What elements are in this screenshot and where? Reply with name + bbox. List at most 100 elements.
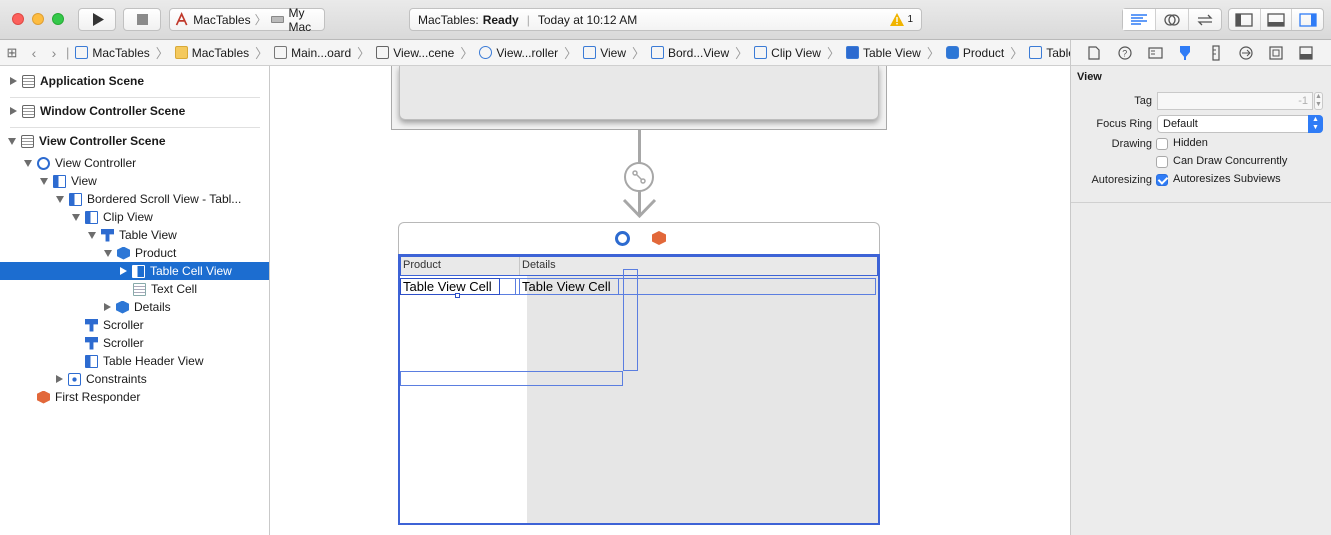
file-inspector-icon[interactable] xyxy=(1088,46,1100,60)
outline-product-column[interactable]: Product xyxy=(0,244,269,262)
first-responder-icon[interactable] xyxy=(652,231,666,245)
close-window-button[interactable] xyxy=(12,13,24,25)
version-editor-button[interactable] xyxy=(1189,9,1221,30)
outline-view[interactable]: View xyxy=(0,172,269,190)
outline-scroller-1[interactable]: Scroller xyxy=(0,316,269,334)
related-items-icon[interactable]: ⊞ xyxy=(6,44,18,60)
column-header-details[interactable]: Details xyxy=(522,259,556,271)
resize-handle[interactable] xyxy=(455,293,460,298)
bindings-inspector-icon[interactable] xyxy=(1269,46,1283,60)
warning-count: 1 xyxy=(907,14,913,25)
tag-stepper[interactable]: ▲▼ xyxy=(1314,92,1323,110)
outline-clip-view[interactable]: Clip View xyxy=(0,208,269,226)
connections-inspector-icon[interactable] xyxy=(1239,46,1253,60)
window-content-area[interactable] xyxy=(399,66,879,120)
outline-bordered-scroll-view[interactable]: Bordered Scroll View - Tabl... xyxy=(0,190,269,208)
horizontal-scroller-outline[interactable] xyxy=(400,371,623,386)
can-draw-concurrently-checkbox[interactable] xyxy=(1156,156,1168,168)
disclosure-triangle[interactable] xyxy=(8,137,16,145)
disclosure-triangle[interactable] xyxy=(104,249,112,257)
outline-label: Text Cell xyxy=(151,282,198,296)
table-view-icon xyxy=(846,46,859,59)
crumb-scene[interactable]: View...cene xyxy=(372,40,458,65)
outline-table-header-view[interactable]: Table Header View xyxy=(0,352,269,370)
view-toggle-segmented xyxy=(1228,8,1324,31)
disclosure-triangle[interactable] xyxy=(88,231,96,239)
stop-button[interactable] xyxy=(123,8,161,31)
outline-details-column[interactable]: Details xyxy=(0,298,269,316)
outline-table-view[interactable]: Table View xyxy=(0,226,269,244)
help-icon[interactable]: ? xyxy=(1118,46,1132,60)
outline-view-controller-scene[interactable]: View Controller Scene xyxy=(0,132,269,150)
run-button[interactable] xyxy=(78,8,116,31)
disclosure-triangle[interactable] xyxy=(104,303,111,311)
outline-label: Table View xyxy=(119,228,177,242)
disclosure-triangle[interactable] xyxy=(40,177,48,185)
disclosure-triangle[interactable] xyxy=(10,77,17,85)
table-cell-view-details[interactable]: Table View Cell xyxy=(519,278,619,295)
outline-label: Bordered Scroll View - Tabl... xyxy=(87,192,242,206)
outline-view-controller[interactable]: View Controller xyxy=(0,154,269,172)
zoom-window-button[interactable] xyxy=(52,13,64,25)
outline-text-cell[interactable]: Text Cell xyxy=(0,280,269,298)
crumb-view-controller[interactable]: View...roller xyxy=(475,40,562,65)
disclosure-triangle[interactable] xyxy=(72,213,80,221)
segue-connector[interactable] xyxy=(624,162,654,192)
focus-ring-label: Focus Ring xyxy=(1096,118,1152,130)
size-inspector-icon[interactable] xyxy=(1212,45,1220,61)
scene-icon xyxy=(21,134,34,148)
minimize-window-button[interactable] xyxy=(32,13,44,25)
forward-button[interactable]: › xyxy=(51,44,57,61)
tag-field[interactable]: -1 xyxy=(1157,92,1313,110)
outline-constraints[interactable]: Constraints xyxy=(0,370,269,388)
view-controller-icon[interactable] xyxy=(615,231,630,246)
standard-editor-button[interactable] xyxy=(1123,9,1156,30)
disclosure-triangle[interactable] xyxy=(24,159,32,167)
storyboard-canvas[interactable]: Product Details Table View Cell Table Vi… xyxy=(270,66,1070,535)
view-controller-icon xyxy=(37,156,50,170)
toggle-utilities-button[interactable] xyxy=(1292,9,1323,30)
scheme-selector[interactable]: MacTables 〉 My Mac xyxy=(169,6,325,34)
crumb-storyboard[interactable]: Main...oard xyxy=(270,40,355,65)
crumb-scroll-view[interactable]: Bord...View xyxy=(647,40,733,65)
section-header-view: View xyxy=(1077,71,1102,83)
crumb-group[interactable]: MacTables xyxy=(171,40,253,65)
toggle-navigator-button[interactable] xyxy=(1229,9,1261,30)
can-draw-concurrently-label: Can Draw Concurrently xyxy=(1173,155,1288,167)
app-target-icon xyxy=(175,11,188,25)
standard-editor-icon xyxy=(1131,13,1147,25)
crumb-table-view[interactable]: Table View xyxy=(842,40,925,65)
table-cell-view-icon xyxy=(1029,46,1043,59)
disclosure-triangle[interactable] xyxy=(120,267,127,275)
outline-first-responder[interactable]: First Responder xyxy=(0,388,269,406)
disclosure-triangle[interactable] xyxy=(56,195,64,203)
crumb-view[interactable]: View xyxy=(579,40,630,65)
crumb-label: Clip View xyxy=(771,45,821,60)
outline-table-cell-view[interactable]: Table Cell View xyxy=(0,262,269,280)
hidden-checkbox[interactable] xyxy=(1156,138,1168,150)
column-header-product[interactable]: Product xyxy=(403,259,441,271)
back-button[interactable]: ‹ xyxy=(31,44,37,61)
focus-ring-select[interactable]: Default ▲▼ xyxy=(1157,115,1323,133)
identity-inspector-icon[interactable] xyxy=(1148,47,1163,59)
disclosure-triangle[interactable] xyxy=(56,375,63,383)
outline-application-scene[interactable]: Application Scene xyxy=(0,72,269,90)
scene-icon xyxy=(376,46,390,59)
window-controller-scene-frame[interactable] xyxy=(391,66,887,130)
warning-indicator[interactable]: 1 xyxy=(890,13,913,26)
crumb-clip-view[interactable]: Clip View xyxy=(750,40,825,65)
vertical-scroller-outline[interactable] xyxy=(623,269,638,371)
disclosure-triangle[interactable] xyxy=(10,107,17,115)
autoresizes-subviews-checkbox[interactable] xyxy=(1156,174,1168,186)
focus-ring-value: Default xyxy=(1163,118,1198,130)
outline-scroller-2[interactable]: Scroller xyxy=(0,334,269,352)
view-effects-inspector-icon[interactable] xyxy=(1299,46,1313,60)
outline-window-controller-scene[interactable]: Window Controller Scene xyxy=(0,102,269,120)
attributes-inspector-icon[interactable] xyxy=(1178,45,1192,61)
crumb-project[interactable]: MacTables xyxy=(71,40,153,65)
first-responder-icon xyxy=(37,390,50,404)
table-view-frame[interactable]: Product Details Table View Cell Table Vi… xyxy=(398,254,880,525)
assistant-editor-button[interactable] xyxy=(1156,9,1189,30)
toggle-debug-area-button[interactable] xyxy=(1261,9,1293,30)
crumb-product[interactable]: Product xyxy=(942,40,1008,65)
